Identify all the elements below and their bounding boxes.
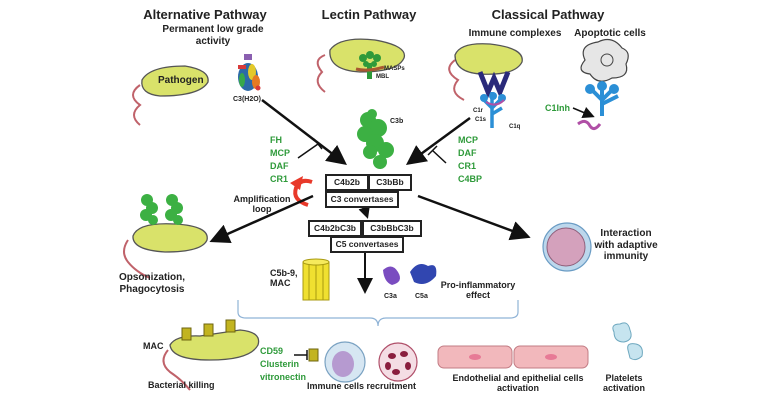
regulator-cr1: CR1 (458, 161, 477, 171)
c5b9-line1: C5b-9, (270, 268, 298, 278)
regulators-alternative: FH MCP DAF CR1 (270, 134, 290, 186)
c1inh-arrow (572, 106, 595, 119)
mac-pore-icon (302, 258, 330, 301)
label-mac: MAC (143, 341, 164, 351)
antibody-c1-complex-icon (477, 71, 511, 128)
amplification-line1: Amplification (233, 194, 291, 204)
alternative-subtitle-line1: Permanent low grade (162, 24, 264, 35)
box-c3-convertases: C3 convertases (325, 191, 399, 208)
lymphocyte-icon (542, 222, 592, 272)
box-c5-convertases: C5 convertases (330, 236, 404, 253)
platelets-line2: activation (602, 383, 646, 394)
label-adaptive-immunity: Interaction with adaptive immunity (594, 228, 657, 263)
arrow-classical-to-convertase (405, 116, 471, 165)
regulator-daf: DAF (270, 161, 289, 171)
c5b9-line2: MAC (270, 278, 291, 289)
label-opsonization: Opsonization, Phagocytosis (119, 272, 185, 295)
platelets-line1: Platelets (605, 373, 643, 383)
arrow-to-adaptive (417, 194, 531, 241)
label-platelets-activation: Platelets activation (603, 373, 645, 394)
box-c3bbb: C3bBb (368, 174, 412, 191)
regulator-cr1: CR1 (270, 174, 289, 184)
label-apoptotic-cells: Apoptotic cells (574, 28, 646, 39)
mac-bacterium-icon (162, 319, 260, 391)
label-immune-cells-recruitment: Immune cells recruitment (307, 381, 417, 391)
pathogen-alternative-icon (132, 65, 209, 126)
title-alternative-pathway: Alternative Pathway (143, 7, 267, 22)
opsonization-line1: Opsonization, (118, 272, 186, 283)
adaptive-line3: immunity (603, 251, 649, 262)
mac-small-icon (308, 348, 319, 362)
label-pathogen: Pathogen (158, 75, 204, 86)
amplification-line2: loop (252, 204, 272, 215)
inhibit-classical-regulators (427, 145, 447, 164)
label-c5b9-mac: C5b-9, MAC (270, 268, 298, 289)
c3a-molecule-icon (383, 266, 400, 285)
endothelial-line1: Endothelial and epithelial cells (452, 373, 584, 383)
label-amplification-loop: Amplification loop (233, 194, 290, 215)
label-c3b: C3b (390, 118, 404, 125)
regulator-fh: FH (270, 135, 282, 145)
inhibit-alternative-regulators (297, 138, 323, 159)
label-proinflammatory: Pro-inflammatory effect (441, 280, 516, 301)
opsonization-line2: Phagocytosis (119, 283, 185, 295)
apoptotic-cell-icon (580, 38, 629, 82)
platelets-icon (612, 322, 643, 361)
proinflammatory-line1: Pro-inflammatory (440, 280, 516, 290)
c3b-molecule-icon (357, 109, 394, 169)
label-c5a: C5a (415, 293, 428, 300)
arrow-to-opsonization (209, 194, 314, 244)
c3h2o-molecule-icon (238, 54, 261, 91)
label-c3h2o: C3(H2O) (233, 96, 262, 103)
regulators-mac: CD59 Clusterin vitronectin (260, 345, 306, 384)
regulator-daf: DAF (458, 148, 477, 158)
c5a-molecule-icon (410, 264, 437, 284)
label-immune-complexes: Immune complexes (468, 28, 562, 39)
title-classical-pathway: Classical Pathway (491, 7, 605, 22)
label-endothelial-activation: Endothelial and epithelial cells activat… (452, 373, 583, 394)
c1q-apoptotic-icon (585, 81, 619, 116)
label-c1q: C1q (509, 124, 521, 130)
label-c1inh: C1Inh (545, 103, 571, 113)
regulator-c4bp: C4BP (458, 174, 483, 184)
label-bacterial-killing: Bacterial killing (148, 380, 215, 390)
endothelial-line2: activation (496, 383, 540, 394)
label-c1r: C1r (473, 108, 484, 114)
regulator-vitronectin: vitronectin (260, 372, 307, 382)
regulator-mcp: MCP (270, 148, 290, 158)
adaptive-line1: Interaction (600, 228, 652, 239)
adaptive-line2: with adaptive (594, 239, 658, 251)
endothelial-cells-icon (437, 345, 589, 369)
regulator-mcp: MCP (458, 135, 478, 145)
label-masps: MASPs (384, 66, 405, 72)
regulators-classical: MCP DAF CR1 C4BP (458, 134, 482, 186)
regulator-cd59: CD59 (260, 346, 284, 356)
regulator-clusterin: Clusterin (260, 359, 300, 369)
title-lectin-pathway: Lectin Pathway (321, 7, 417, 22)
mbl-masps-icon (355, 51, 385, 79)
neutrophil-icon (378, 342, 418, 382)
pathogen-classical-icon (448, 43, 523, 101)
effects-bracket (237, 300, 519, 327)
inhibit-mac-regulators (294, 350, 308, 360)
alternative-subtitle-line2: activity (195, 36, 231, 47)
label-c3a: C3a (384, 293, 397, 300)
box-c3bbbc3b: C3bBbC3b (362, 220, 422, 237)
arrow-alternative-to-convertase (261, 99, 347, 166)
label-c1s: C1s (475, 117, 487, 123)
proinflammatory-line2: effect (465, 290, 491, 301)
box-c4b2bc3b: C4b2bC3b (308, 220, 362, 237)
opsonized-pathogen-icon (123, 194, 208, 279)
label-mbl: MBL (376, 74, 389, 80)
c1inh-molecule-icon (577, 119, 602, 131)
box-c4b2b: C4b2b (325, 174, 369, 191)
monocyte-icon (324, 341, 366, 383)
